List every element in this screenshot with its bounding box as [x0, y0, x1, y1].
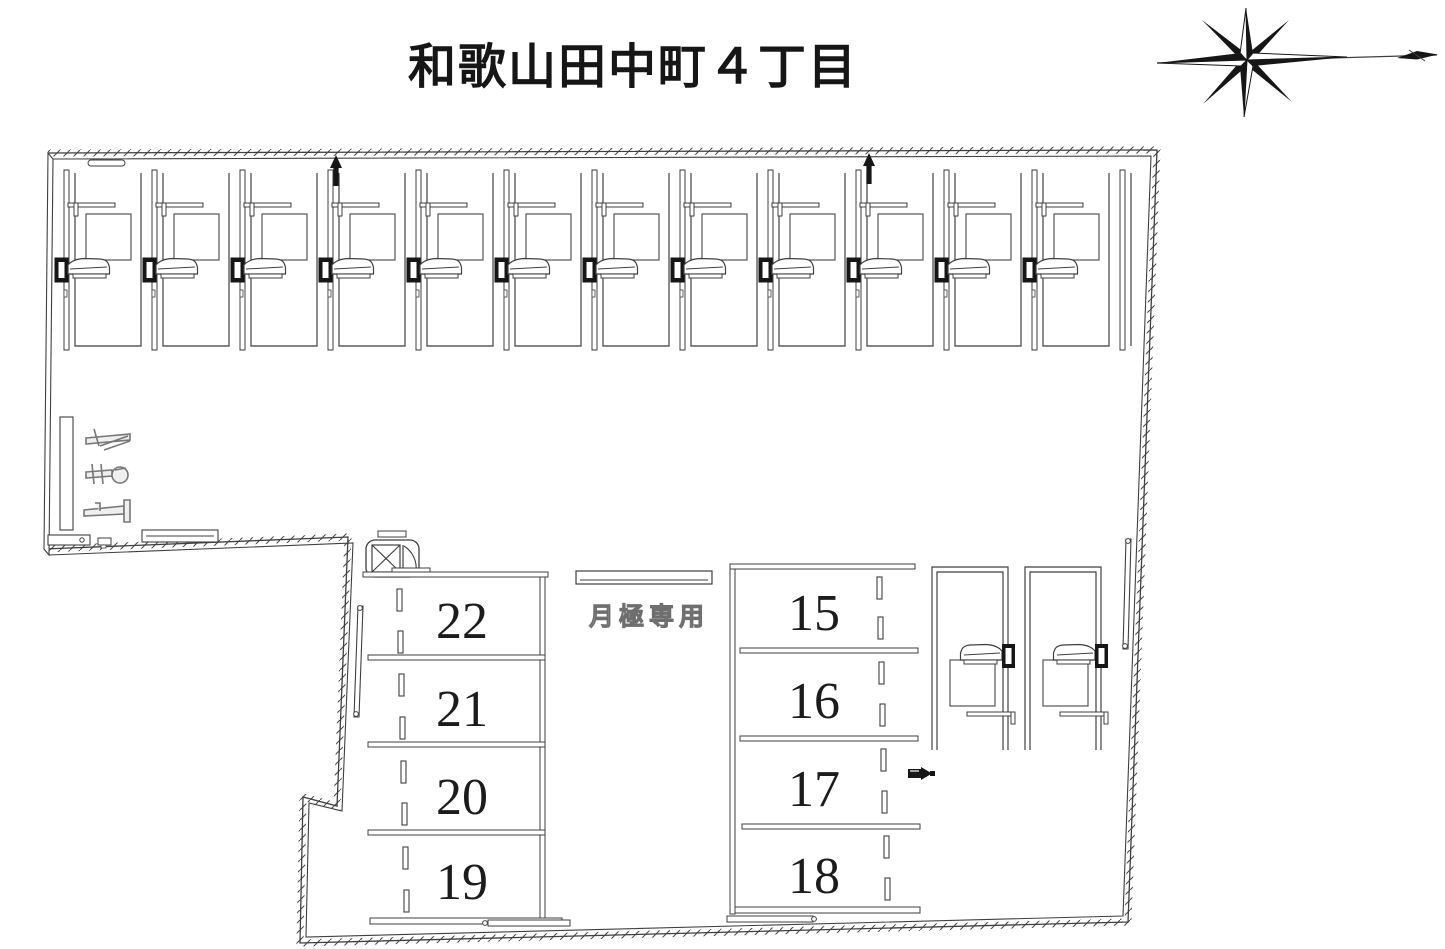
monthly-label-block: 月極専用 [575, 570, 713, 631]
wheel-stop-bar [87, 159, 126, 167]
top-stall-row [54, 169, 1132, 351]
top-stall-7 [582, 169, 670, 351]
bottom-stall-1 [931, 566, 1016, 751]
dashed-stall-edge [876, 576, 891, 901]
top-stall-1 [54, 169, 142, 351]
wall-segment [59, 416, 74, 531]
right-parking-column: 15 16 17 18 [726, 563, 921, 923]
top-stall-2 [142, 169, 230, 351]
road-edge-objects [47, 529, 219, 549]
top-stall-11 [934, 169, 1022, 351]
top-stall-3 [230, 169, 318, 351]
right-arrow-icon [908, 767, 935, 780]
space-number-15: 15 [788, 585, 840, 642]
up-arrow-icon [863, 153, 875, 184]
space-number-21: 21 [436, 681, 488, 738]
top-stall-5 [406, 169, 494, 351]
left-edge-annotation [59, 416, 131, 531]
space-number-18: 18 [788, 848, 840, 905]
space-number-16: 16 [788, 673, 840, 730]
pole-markers [353, 538, 1132, 718]
bottom-stall-2 [1024, 566, 1109, 751]
space-number-17: 17 [788, 761, 840, 818]
top-stall-4 [318, 169, 406, 351]
top-stall-8 [670, 169, 758, 351]
monthly-only-label: 月極専用 [588, 603, 709, 631]
site-boundary [43, 146, 1161, 947]
space-number-19: 19 [436, 854, 488, 911]
space-number-20: 20 [436, 769, 488, 826]
rotated-annotation-glyph-2 [85, 463, 129, 485]
rotated-annotation-glyph-3 [83, 499, 131, 523]
rotated-annotation-glyph-1 [85, 428, 131, 451]
top-stall-6 [494, 169, 582, 351]
top-stall-9 [758, 169, 846, 351]
top-stall-10 [846, 169, 934, 351]
left-parking-column: 22 21 20 19 [362, 571, 571, 927]
turntable-icon [365, 530, 431, 578]
top-stall-12 [1022, 169, 1110, 351]
page-title: 和歌山田中町４丁目 [408, 41, 858, 94]
bottom-right-stalls [931, 566, 1109, 751]
compass-icon [1156, 7, 1438, 118]
space-number-22: 22 [436, 593, 488, 650]
left-road-edge [43, 151, 54, 557]
dashed-stall-edge [396, 588, 410, 913]
